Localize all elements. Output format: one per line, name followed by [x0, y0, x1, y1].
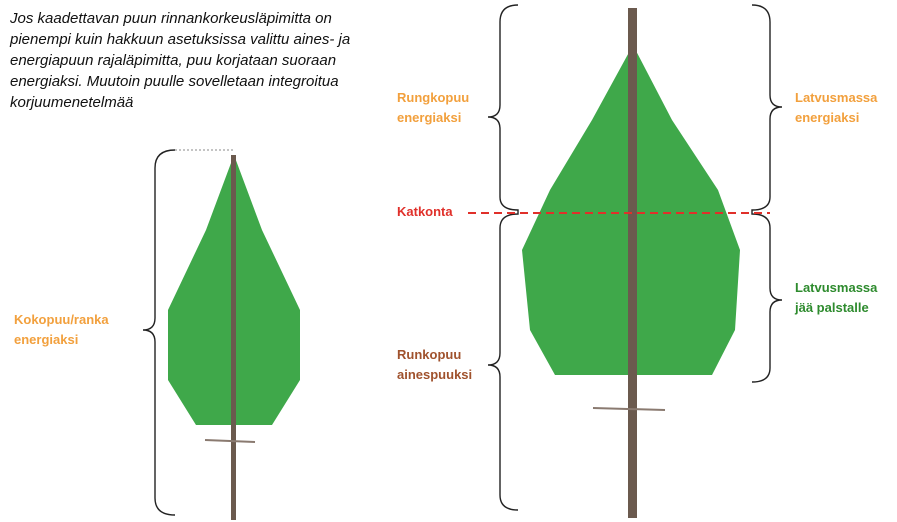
label-cut-point: Katkonta: [397, 202, 453, 222]
small-tree-branch: [205, 440, 255, 442]
label-whole-tree: Kokopuu/ranka energiaksi: [14, 310, 109, 350]
small-tree-trunk: [231, 155, 236, 520]
crown-brace: [752, 5, 782, 382]
label-stem-timber: Runkopuu ainespuuksi: [397, 345, 472, 385]
small-tree: [168, 155, 300, 520]
large-tree: [522, 8, 740, 518]
stem-brace: [488, 5, 518, 510]
label-crown-left: Latvusmassa jää palstalle: [795, 278, 877, 318]
label-crown-energy: Latvusmassa energiaksi: [795, 88, 877, 128]
large-tree-branch: [593, 408, 665, 410]
large-tree-trunk: [628, 8, 637, 518]
label-stem-energy: Rungkopuu energiaksi: [397, 88, 469, 128]
